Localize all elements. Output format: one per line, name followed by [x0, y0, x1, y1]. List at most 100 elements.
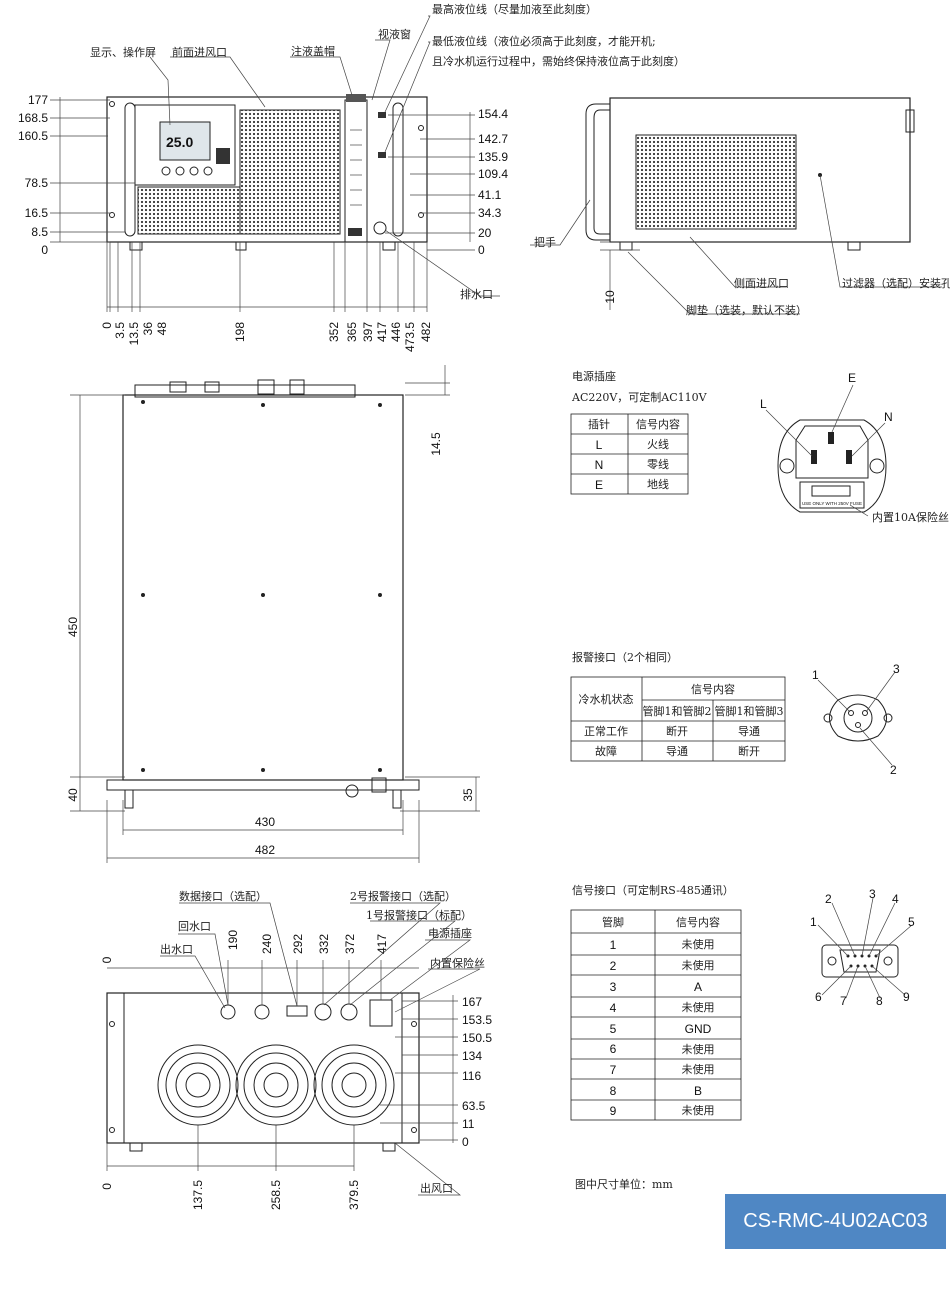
signal-table-cell: 7	[610, 1063, 617, 1077]
signal-table-cell: 未使用	[682, 1063, 715, 1076]
power-socket-section: 电源插座 AC220V，可定制AC110V 插针 信号内容 L 火线 N 零线 …	[570, 369, 949, 524]
top-dim: 40	[66, 788, 80, 802]
callout-min-level: 最低液位线（液位必须高于此刻度，才能开机;	[432, 34, 656, 48]
front-dim-bottom: 482	[419, 322, 433, 342]
rear-dim-top: 372	[343, 934, 357, 954]
callout-handle: 把手	[534, 235, 556, 249]
power-table-cell: 地线	[647, 477, 669, 491]
signal-table-cell: 3	[610, 980, 617, 994]
signal-table-cell: 6	[610, 1042, 617, 1056]
signal-port-title: 信号接口（可定制RS-485通讯）	[572, 883, 734, 897]
alarm-table-cell: 导通	[738, 725, 760, 738]
rear-dim-top: 417	[375, 934, 389, 954]
top-dim: 35	[461, 788, 475, 802]
db9-pin-label: 6	[815, 990, 822, 1004]
front-dim-bottom: 352	[327, 322, 341, 342]
unit-note: 图中尺寸单位：mm	[575, 1177, 673, 1191]
alarm-table-cell: 导通	[666, 745, 688, 758]
signal-table-cell: 未使用	[682, 938, 715, 951]
callout-alarm-port-1: 1号报警接口（标配）	[366, 908, 472, 922]
rear-dim-bottom: 0	[100, 1183, 114, 1190]
power-table-cell: N	[595, 458, 604, 472]
side-handle	[585, 103, 610, 241]
callout-outlet-port: 出水口	[160, 942, 193, 956]
callout-power-socket: 电源插座	[428, 926, 472, 940]
front-dim-bottom: 198	[233, 322, 247, 342]
display-panel	[134, 104, 236, 186]
signal-table-cell: 未使用	[682, 1043, 715, 1056]
signal-table-header: 信号内容	[676, 915, 720, 929]
db9-pin-label: 9	[903, 990, 910, 1004]
top-front-panel	[106, 779, 420, 791]
rear-view: 数据接口（选配） 2号报警接口（选配） 1号报警接口（标配） 电源插座 回水口 …	[100, 889, 492, 1210]
alarm-table-subheader: 管脚1和管脚2	[643, 704, 712, 718]
signal-table-cell: 8	[610, 1084, 617, 1098]
front-dim-bottom: 365	[345, 322, 359, 342]
front-dim-right: 142.7	[478, 132, 508, 146]
model-number-badge: CS-RMC-4U02AC03	[725, 1194, 946, 1249]
front-dim-bottom: 3.5	[113, 322, 127, 339]
power-socket-icon: USE ONLY WITH 250V FUSE	[777, 419, 887, 513]
callout-min-level-note: 且冷水机运行过程中，需始终保持液位高于此刻度）	[432, 54, 685, 68]
signal-table-cell: 1	[610, 938, 617, 952]
front-dim-bottom: 13.5	[127, 322, 141, 346]
rear-dim-right: 11	[462, 1117, 475, 1131]
alarm-table-cell: 正常工作	[584, 725, 628, 738]
alarm-port-section: 报警接口（2个相同） 冷水机状态 信号内容 管脚1和管脚2 管脚1和管脚3 正常…	[570, 650, 900, 777]
signal-table-cell: GND	[685, 1022, 712, 1036]
front-dim-bottom: 36	[141, 322, 155, 336]
front-view: 25.0 显示、操作屏 前面进风口 注液盖帽 视液窗 最高液位线（尽量加液至此刻…	[18, 2, 685, 352]
fill-cap	[346, 94, 366, 102]
front-dim-left: 160.5	[18, 129, 48, 143]
front-dim-right: 109.4	[478, 167, 508, 181]
rear-panel	[106, 992, 420, 1144]
front-dim-bottom: 397	[361, 322, 375, 342]
front-dim-right: 0	[478, 243, 485, 257]
alarm-table-subheader: 管脚1和管脚3	[715, 704, 784, 718]
alarm-port-title: 报警接口（2个相同）	[572, 650, 678, 664]
rear-dim-right: 167	[462, 995, 482, 1009]
rear-dim-top: 292	[291, 934, 305, 954]
alarm-table-cell: 故障	[595, 744, 617, 758]
alarm-pin-label: 3	[893, 662, 900, 676]
callout-side-intake: 侧面进风口	[734, 277, 789, 290]
front-dim-bottom: 0	[100, 322, 114, 329]
top-dim: 482	[255, 843, 275, 857]
rear-dim-right: 150.5	[462, 1031, 492, 1045]
callout-display: 显示、操作屏	[90, 45, 156, 59]
rear-dim-left-zero: 0	[100, 956, 114, 963]
front-dim-bottom: 473.5	[403, 322, 417, 352]
signal-table-cell: 未使用	[682, 1104, 715, 1117]
signal-table-cell: 5	[610, 1022, 617, 1036]
top-panel	[122, 394, 404, 781]
db9-pin-label: 2	[825, 892, 832, 906]
callout-fill-cap: 注液盖帽	[291, 44, 335, 58]
outlet-fan	[157, 1044, 239, 1126]
power-table-cell: 火线	[647, 437, 669, 451]
rear-dim-top: 240	[260, 934, 274, 954]
front-dim-right: 154.4	[478, 107, 508, 121]
power-socket-title: 电源插座	[572, 369, 616, 383]
alarm-connector-icon	[823, 694, 893, 742]
callout-alarm-port-2: 2号报警接口（选配）	[350, 889, 456, 903]
power-table-cell: E	[595, 478, 603, 492]
front-dim-right: 41.1	[478, 188, 502, 202]
signal-table-cell: 4	[610, 1001, 617, 1015]
signal-port-section: 信号接口（可定制RS-485通讯） 管脚 信号内容 1 未使用 2 未使用 3 …	[570, 883, 915, 1121]
signal-table-cell: A	[694, 980, 702, 994]
db9-pin-label: 8	[876, 994, 883, 1008]
power-table-cell: L	[596, 438, 603, 452]
callout-front-intake: 前面进风口	[172, 45, 227, 59]
side-air-intake	[635, 134, 797, 230]
signal-table-cell: B	[694, 1084, 702, 1098]
db9-connector-icon	[821, 944, 899, 978]
power-table-header: 插针	[588, 417, 610, 431]
fuse-text: USE ONLY WITH 250V FUSE	[802, 501, 862, 506]
pin-label-N: N	[884, 410, 893, 424]
callout-drain: 排水口	[460, 287, 493, 301]
db9-pin-label: 7	[840, 994, 847, 1008]
front-dim-left: 0	[41, 243, 48, 257]
callout-filter-hole: 过滤器（选配）安装孔	[842, 276, 950, 290]
callout-max-level: 最高液位线（尽量加液至此刻度）	[432, 2, 597, 16]
